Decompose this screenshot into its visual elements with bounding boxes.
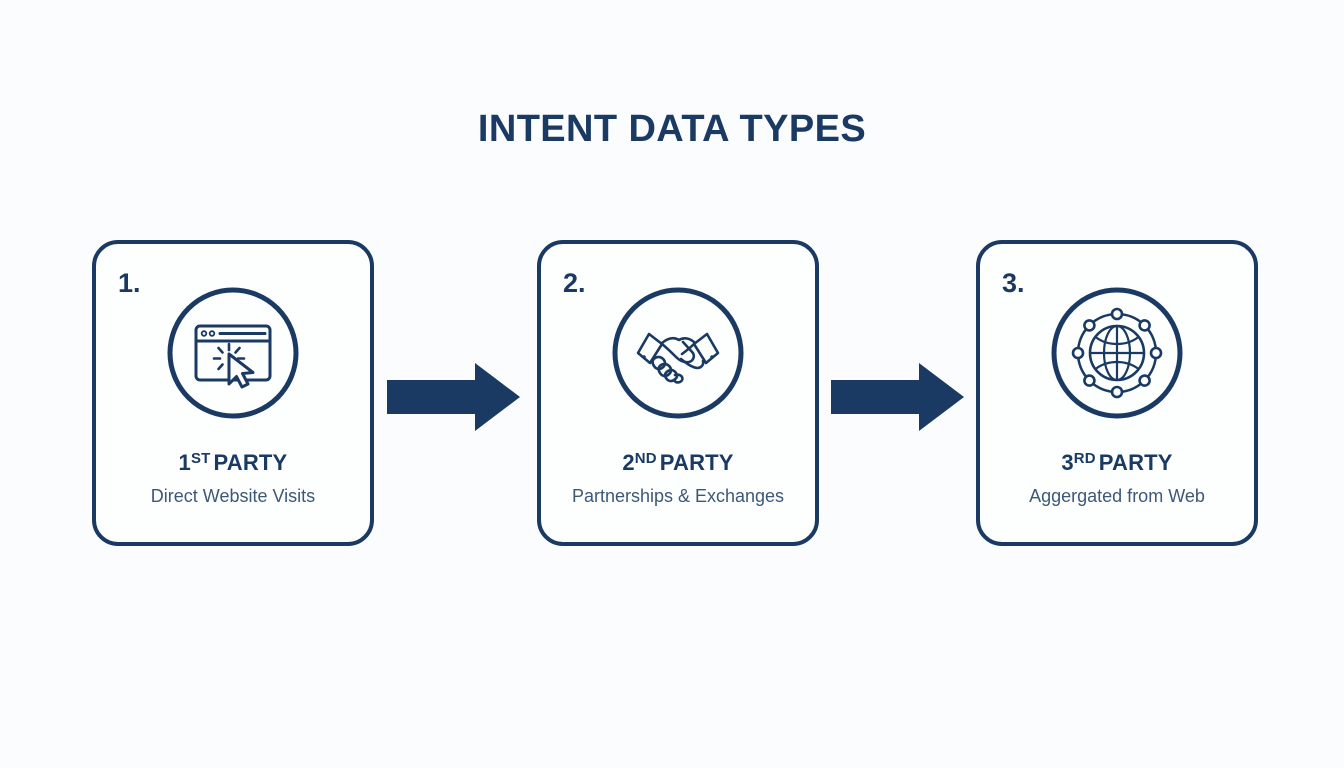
ordinal-word-2: PARTY — [659, 450, 734, 475]
ordinal-word-1: PARTY — [213, 450, 288, 475]
step-card-3rd-party[interactable]: 3. — [976, 240, 1258, 546]
right-arrow-icon — [387, 363, 520, 431]
browser-click-icon — [166, 286, 300, 420]
ordinal-suffix-3: RD — [1073, 450, 1096, 468]
ordinal-suffix-1: ST — [190, 450, 211, 468]
step-number-2: 2. — [563, 268, 586, 298]
step-card-2nd-party[interactable]: 2. — [537, 240, 819, 546]
ordinal-figure-1: 1 — [178, 450, 191, 475]
globe-network-icon — [1050, 286, 1184, 420]
step-description-1: Direct Website Visits — [150, 486, 316, 506]
step-card-1st-party[interactable]: 1. — [92, 240, 374, 546]
page-title: INTENT DATA TYPES — [477, 108, 867, 150]
handshake-icon — [611, 286, 745, 420]
ordinal-figure-3: 3 — [1061, 450, 1074, 475]
ordinal-word-3: PARTY — [1098, 450, 1173, 475]
step-description-3: Aggergated from Web — [1029, 486, 1205, 506]
right-arrow-icon — [831, 363, 964, 431]
ordinal-suffix-2: ND — [634, 450, 657, 468]
step-number-1: 1. — [118, 268, 141, 298]
ordinal-figure-2: 2 — [622, 450, 635, 475]
step-description-2: Partnerships & Exchanges — [571, 486, 785, 506]
step-number-3: 3. — [1002, 268, 1025, 298]
